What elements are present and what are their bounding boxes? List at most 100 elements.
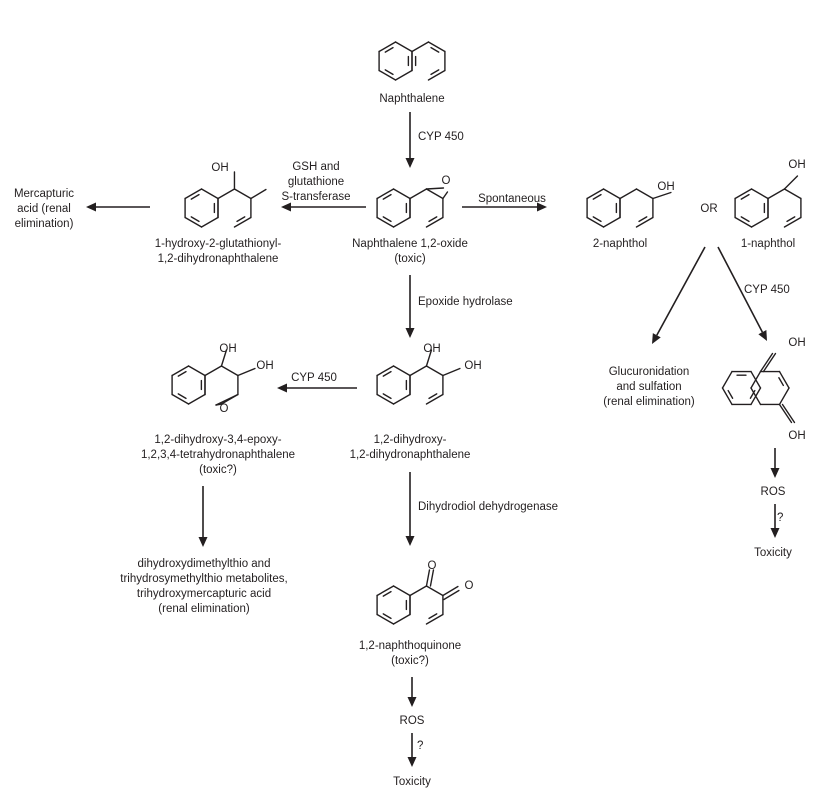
structure-epoxy-right-bond: [204, 365, 223, 377]
structure-12nq-co1-bond: [429, 569, 435, 587]
structure-1-naphthol-left-double: [740, 193, 750, 200]
structure-1-2-naphthoquinone-left-bond: [376, 613, 395, 625]
structure-1-4-naphthoquinone-left-bond: [721, 370, 733, 389]
structure-naphthalene-left-bond: [394, 69, 413, 81]
enzyme-spontaneous: Spontaneous: [478, 193, 546, 205]
arrow-dihydroxy-to-naphthoquinone: [405, 472, 415, 546]
arrow-naphthols-to-glucuronidation-shaft: [656, 246, 706, 336]
structure-glutathionyl-left-bond: [200, 188, 219, 200]
structure-naphthalene-oxide-right-bond: [425, 216, 444, 228]
structure-dihydroxy-right-bond: [425, 365, 444, 377]
structure-naphthalene-left-double: [384, 46, 394, 53]
structure-1-2-naphthoquinone-right-bond: [409, 585, 428, 597]
structure-1-naphthol-oh-bond: [783, 175, 799, 190]
arrow-naphthols-to-14nq-shaft: [717, 246, 764, 333]
enzyme-dihydrodiol-dehydrogenase: Dihydrodiol dehydrogenase: [418, 501, 558, 513]
arrow-14nq-to-ros: [770, 448, 780, 478]
arrow-epoxy-to-metabolites-head: [198, 537, 208, 547]
structure-1-4-naphthoquinone-left-double: [727, 389, 734, 399]
structure-1-4-naphthoquinone-right-bond: [750, 387, 762, 406]
enzyme-cyp450-middle: CYP 450: [291, 372, 337, 384]
structure-2-naphthol-left-double: [592, 193, 602, 200]
structure-naphthalene-oxide-left-bond: [376, 216, 395, 228]
atom-o1-12nq: O: [428, 560, 437, 572]
structure-1-4-naphthoquinone-right-bond: [750, 370, 762, 389]
label-mercapturic-line2: acid (renal: [17, 203, 71, 215]
structure-2-naphthol-left-bond: [586, 216, 605, 228]
arrow-glutathionyl-to-mercapturic-head: [86, 202, 96, 212]
arrow-14nq-to-ros-head: [770, 468, 780, 478]
structure-2-naphthol-left-bond: [586, 188, 605, 200]
structure-2-naphthol-left-bond: [602, 216, 621, 228]
atom-oh-top-14nq: OH: [788, 337, 805, 349]
arrow-dihydroxy-to-epoxy: [277, 383, 357, 393]
label-dihydroxy-line1: 1,2-dihydroxy-: [374, 434, 447, 446]
structure-naphthalene-right-double: [430, 46, 440, 53]
structure-oxide-epoxide-bond: [442, 191, 449, 200]
label-toxicity-center: Toxicity: [393, 776, 431, 788]
structure-glutathionyl-left-bond: [184, 188, 203, 200]
structure-naphthalene: [378, 41, 446, 81]
structure-dihydroxy-right-double: [428, 393, 438, 400]
structure-naphthalene-oxide-left-bond: [376, 188, 395, 200]
arrow-naphthalene-to-oxide-head: [405, 158, 415, 168]
structure-1-naphthol-right-bond: [783, 216, 802, 228]
structure-1-naphthol-left-bond: [750, 188, 769, 200]
structure-1-2-naphthoquinone-left-double: [382, 613, 392, 620]
structure-dihydroxy-left-bond: [392, 393, 411, 405]
arrow-oxide-to-naphthols-head: [537, 202, 547, 212]
structure-naphthalene-left-bond: [378, 69, 397, 81]
structure-1-4-naphthoquinone-bottom-bond: [781, 403, 796, 424]
label-naphthoquinone-line1: 1,2-naphthoquinone: [359, 640, 461, 652]
structure-dihydroxy-left-bond: [376, 365, 395, 377]
structure-epoxy-left-double: [177, 393, 187, 400]
structure-naphthalene-left-bond: [394, 41, 413, 53]
arrow-ros-to-toxicity-center-head: [407, 757, 417, 767]
structure-naphthalene-oxide-left-double: [382, 193, 392, 200]
arrow-oxide-to-dihydroxy: [405, 275, 415, 338]
structure-1-2-naphthoquinone-right-bond: [425, 585, 444, 597]
structure-1-naphthol-left-bond: [734, 216, 753, 228]
atom-oh-1-naphthol: OH: [788, 159, 805, 171]
arrow-oxide-to-glutathionyl-head: [281, 202, 291, 212]
structure-2-naphthol-oh-bond: [652, 191, 672, 200]
structure-1-2-naphthoquinone-left-bond: [392, 613, 411, 625]
label-dihydroxy-line2: 1,2-dihydronaphthalene: [350, 449, 471, 461]
structure-dihydroxy-right-bond: [409, 365, 428, 377]
structure-1-4-naphthoquinone-right-bond: [778, 370, 790, 389]
label-naphthalene: Naphthalene: [379, 93, 444, 105]
structure-dihydroxy-right-bond: [425, 393, 444, 405]
structure-1-4-naphthoquinone: [721, 352, 796, 424]
label-metabolites-line2: trihydrosymethylthio metabolites,: [120, 573, 287, 585]
structure-1-naphthol-right-double: [786, 216, 796, 223]
arrow-naphthols-to-glucuronidation-head: [652, 333, 661, 344]
structure-epoxy: [171, 349, 256, 406]
structure-glutathionyl-right-double: [236, 216, 246, 223]
label-2-naphthol: 2-naphthol: [593, 238, 647, 250]
structure-naphthalene-right-double: [430, 69, 440, 76]
atom-o2-12nq: O: [465, 580, 474, 592]
structure-dihydroxy-left-bond: [376, 393, 395, 405]
label-glucuronidation-line2: and sulfation: [616, 381, 681, 393]
structure-naphthalene-oxide-right-bond: [425, 188, 444, 200]
structure-1-2-naphthoquinone: [376, 569, 460, 625]
structure-epoxy-left-bond: [187, 393, 206, 405]
structure-naphthalene-oxide: [376, 187, 449, 228]
structure-1-4-naphthoquinone-right-bond: [778, 387, 790, 406]
structure-epoxy-oh1-bond: [220, 349, 228, 367]
atom-oh-2-naphthol: OH: [657, 181, 674, 193]
chemical-structures: [171, 41, 802, 625]
structure-2-naphthol-right-double: [638, 216, 648, 223]
structure-1-4-naphthoquinone-right-double: [778, 377, 785, 387]
arrow-oxide-to-naphthols: [462, 202, 547, 212]
structure-dihydroxy-left-double: [382, 370, 392, 377]
label-metabolites-line1: dihydroxydimethylthio and: [138, 558, 271, 570]
enzyme-epoxide-hydrolase: Epoxide hydrolase: [418, 296, 513, 308]
structure-naphthalene-left-bond: [378, 41, 397, 53]
label-toxicity-right: Toxicity: [754, 547, 792, 559]
structure-naphthalene-oxide-right-bond: [409, 188, 428, 200]
structure-2-naphthol-right-bond: [619, 188, 638, 200]
enzyme-gsh-line3: S-transferase: [281, 191, 350, 203]
structure-naphthalene-right-bond: [411, 41, 430, 53]
atom-oh2-epoxy: OH: [256, 360, 273, 372]
